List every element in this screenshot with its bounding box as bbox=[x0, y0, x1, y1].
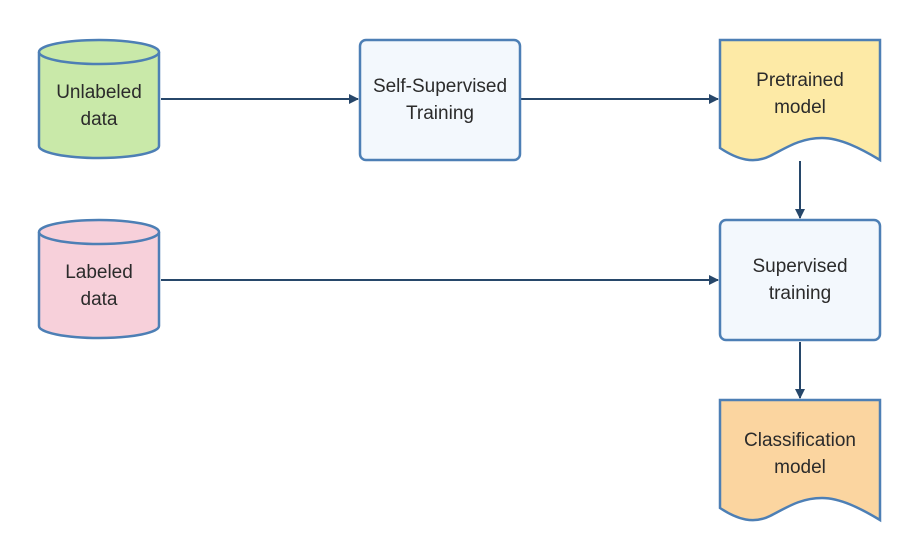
edges bbox=[161, 94, 805, 399]
pretrained-model-label: Pretrained model bbox=[756, 70, 844, 118]
labeled-data-label: Labeled data bbox=[65, 262, 133, 310]
labeled-data-node bbox=[37, 218, 161, 340]
supervised-training-box bbox=[718, 218, 882, 342]
classification-model-document bbox=[718, 398, 882, 523]
unlabeled-data-cylinder-top bbox=[37, 38, 161, 66]
labeled-data-cylinder-top bbox=[37, 218, 161, 246]
self-supervised-training-box bbox=[358, 38, 522, 162]
unlabeled-data-node bbox=[37, 38, 161, 160]
supervised-training-label: Supervised training bbox=[752, 256, 848, 304]
unlabeled-data-label: Unlabeled data bbox=[56, 82, 142, 130]
classification-model-label: Classification model bbox=[744, 430, 856, 478]
unlabeled-data-cylinder-body bbox=[37, 52, 161, 160]
self-supervised-training-label: Self-Supervised Training bbox=[372, 76, 508, 124]
labeled-data-cylinder-body bbox=[37, 232, 161, 340]
pretrained-model-document bbox=[718, 38, 882, 163]
